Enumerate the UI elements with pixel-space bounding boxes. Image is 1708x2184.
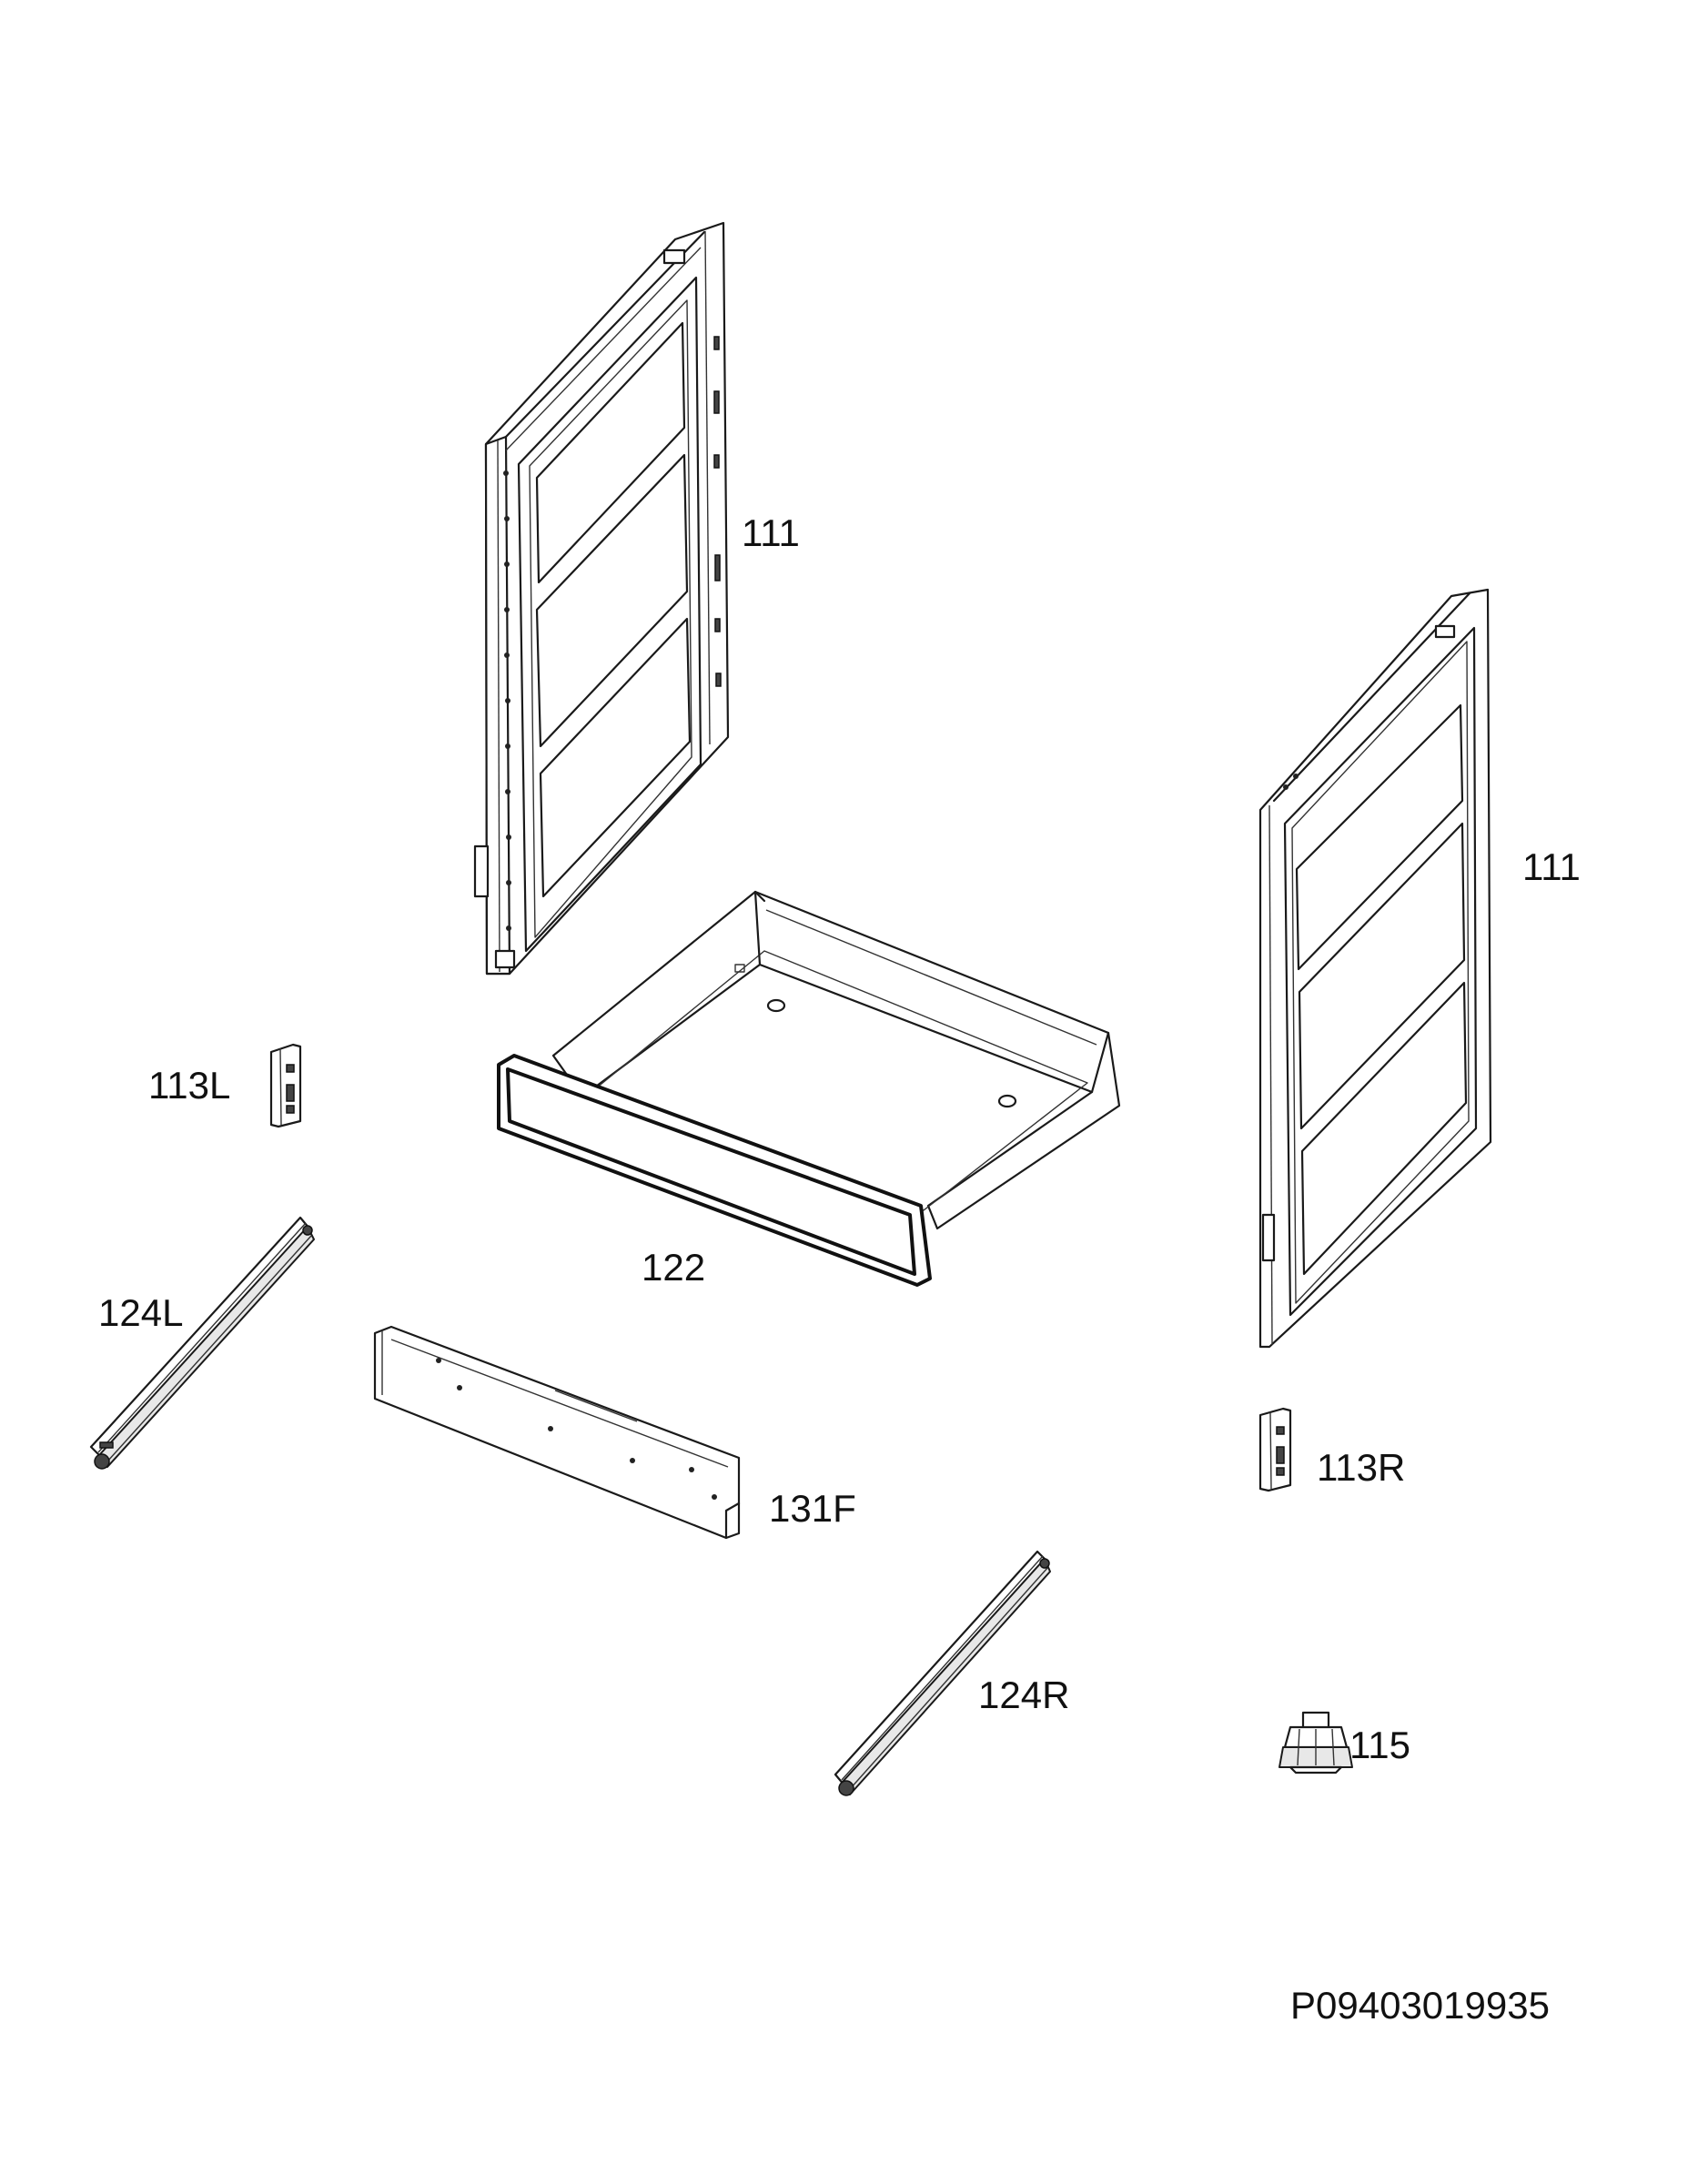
part-label-113R: 113R [1317, 1446, 1406, 1489]
part-label-124L: 124L [98, 1291, 184, 1334]
side-panel-right-drawing [1258, 588, 1492, 1349]
drawer-drawing [497, 890, 1121, 1287]
side-panel-left-drawing [473, 221, 730, 976]
hinge-right-drawing [1258, 1407, 1292, 1492]
drawing-number: P09403019935 [1290, 1984, 1550, 2027]
part-label-122: 122 [642, 1246, 706, 1289]
part-label-113L: 113L [148, 1064, 231, 1107]
hinge-left-drawing [269, 1043, 302, 1128]
foot-drawing [1278, 1711, 1353, 1774]
rail-left-drawing [89, 1216, 315, 1470]
part-label-111-left: 111 [742, 511, 800, 554]
back-panel-drawing [373, 1325, 741, 1540]
part-label-124R: 124R [978, 1673, 1070, 1716]
part-label-111-right: 111 [1522, 845, 1581, 888]
part-label-131F: 131F [769, 1487, 856, 1530]
part-label-115: 115 [1349, 1724, 1410, 1766]
rail-right-drawing [834, 1550, 1051, 1796]
